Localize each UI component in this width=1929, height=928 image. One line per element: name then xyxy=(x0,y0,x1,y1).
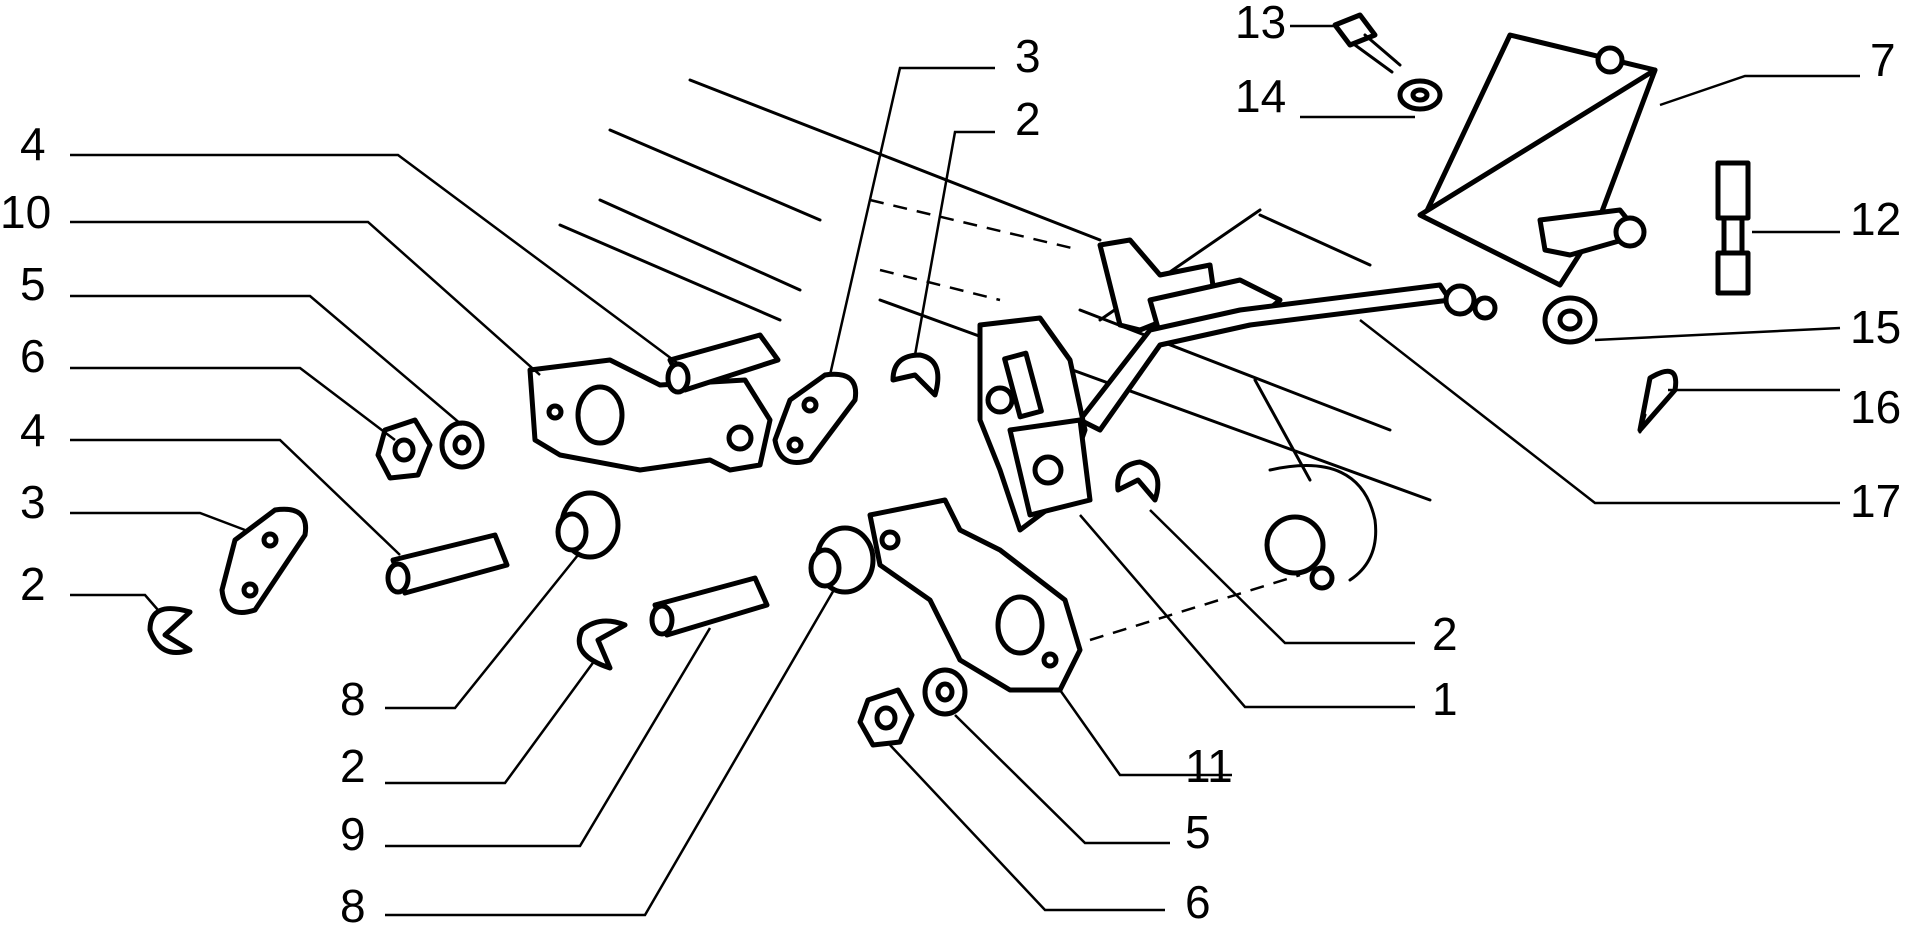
nut-part-6-lower xyxy=(857,687,915,748)
e-clip-part-2-right xyxy=(1115,459,1161,503)
pin-part-9 xyxy=(649,575,770,638)
e-clip-part-2-left xyxy=(147,606,193,655)
callout-11: 11 xyxy=(1185,740,1233,792)
washer-part-5-left xyxy=(439,420,485,470)
callout-13: 13 xyxy=(1235,0,1286,48)
link-part-3-left xyxy=(219,506,309,615)
link-part-3-right xyxy=(772,371,859,465)
e-clip-part-2-upper xyxy=(890,352,941,398)
callout-14: 14 xyxy=(1235,70,1286,122)
callout-6-lower: 6 xyxy=(1185,876,1211,928)
grommet-part-15 xyxy=(1542,295,1598,345)
callout-6-left: 6 xyxy=(20,330,46,382)
bushing-part-8-lower xyxy=(808,525,876,595)
lever-bracket-assembly xyxy=(1077,237,1498,591)
bolt-part-13 xyxy=(1332,12,1402,74)
callout-3-right: 3 xyxy=(1015,30,1041,82)
plate-part-10 xyxy=(527,357,773,473)
bushing-part-8-left xyxy=(555,490,621,560)
callout-2-left: 2 xyxy=(20,558,46,610)
nut-part-6-left xyxy=(375,417,433,481)
callout-10: 10 xyxy=(0,186,51,238)
plate-part-11 xyxy=(867,497,1083,693)
leader-lines xyxy=(70,24,1860,917)
callout-1: 1 xyxy=(1432,673,1458,725)
washer-part-14 xyxy=(1397,78,1443,112)
pin-part-4-upper xyxy=(665,332,781,395)
callout-8-left: 8 xyxy=(340,673,366,725)
split-pin-part-16 xyxy=(1637,368,1679,434)
washer-part-5-lower xyxy=(922,667,968,717)
callout-8-lower: 8 xyxy=(340,880,366,928)
pin-part-4-lower xyxy=(385,532,510,596)
callout-7: 7 xyxy=(1870,34,1896,86)
callout-9: 9 xyxy=(340,808,366,860)
callout-2-center: 2 xyxy=(340,740,366,792)
callout-2-upper: 2 xyxy=(1015,93,1041,145)
callout-5-left: 5 xyxy=(20,258,46,310)
callout-2-right: 2 xyxy=(1432,608,1458,660)
callout-15: 15 xyxy=(1850,301,1901,353)
lever-part-1 xyxy=(977,315,1093,533)
e-clip-part-2-center xyxy=(576,618,628,671)
callout-16: 16 xyxy=(1850,381,1901,433)
callout-12: 12 xyxy=(1850,193,1901,245)
fuse-part-12 xyxy=(1715,160,1751,296)
callout-5-lower: 5 xyxy=(1185,806,1211,858)
callout-4-lower: 4 xyxy=(20,404,46,456)
callout-3-left: 3 xyxy=(20,476,46,528)
control-box-part-7 xyxy=(1417,32,1658,288)
callout-17: 17 xyxy=(1850,475,1901,527)
callout-4-upper: 4 xyxy=(20,118,46,170)
